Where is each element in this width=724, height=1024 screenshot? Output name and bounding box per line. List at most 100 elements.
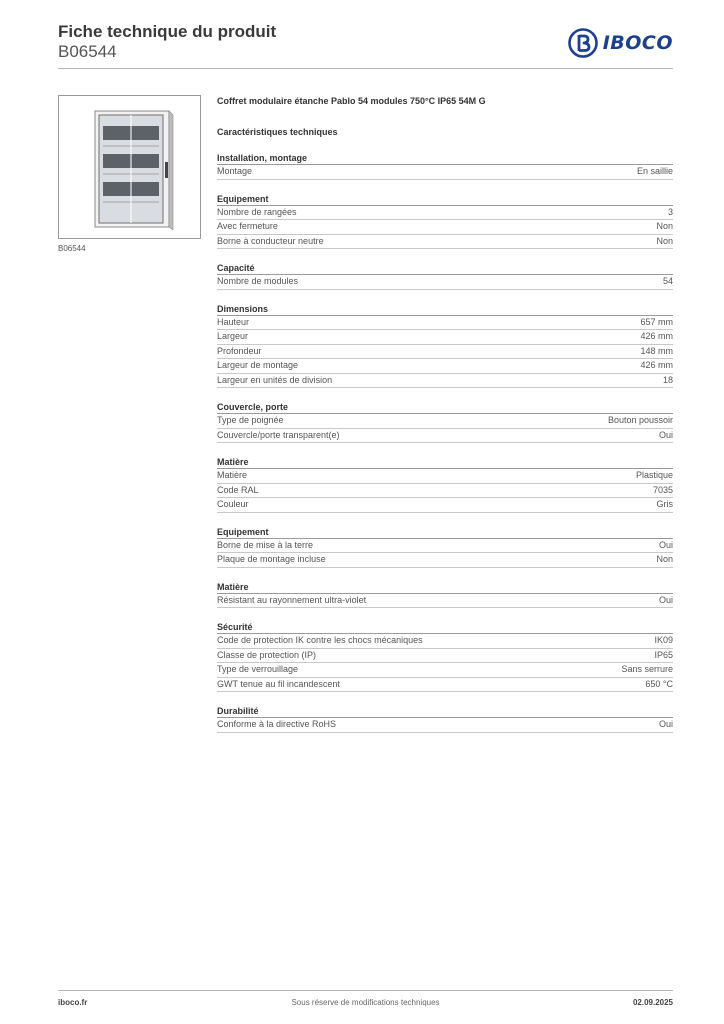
- spec-label: Matière: [217, 470, 248, 480]
- spec-label: Couvercle/porte transparent(e): [217, 429, 340, 440]
- spec-row: Matière Plastique: [217, 469, 673, 484]
- product-code: B06544: [58, 42, 117, 61]
- page-header: Fiche technique du produit B06544 IBOCO: [58, 22, 673, 68]
- spec-value: IP65: [654, 649, 673, 660]
- spec-label: Largeur en unités de division: [217, 374, 333, 385]
- spec-label: Couleur: [217, 499, 249, 509]
- spec-label: Hauteur: [217, 316, 250, 327]
- spec-label: Borne de mise à la terre: [217, 539, 314, 550]
- spec-value: Non: [656, 221, 673, 231]
- spec-value: 650 °C: [645, 678, 673, 689]
- footer-website: iboco.fr: [58, 998, 88, 1007]
- product-title: Coffret modulaire étanche Pablo 54 modul…: [217, 96, 486, 106]
- spec-group-title: Dimensions: [217, 304, 673, 316]
- spec-sheet: Coffret modulaire étanche Pablo 54 modul…: [217, 96, 673, 733]
- spec-row: Couvercle/porte transparent(e) Oui: [217, 429, 673, 443]
- spec-label: Plaque de montage incluse: [217, 554, 326, 564]
- spec-label: GWT tenue au fil incandescent: [217, 678, 340, 689]
- spec-value: Oui: [658, 429, 673, 440]
- spec-group-title: Capacité: [217, 263, 673, 275]
- spec-row: Type de poignée Bouton poussoir: [217, 414, 673, 429]
- footer-notice: Sous réserve de modifications techniques: [291, 998, 440, 1007]
- spec-label: Largeur de montage: [217, 360, 299, 370]
- spec-group-title: Sécurité: [217, 622, 673, 634]
- spec-value: 148 mm: [640, 345, 673, 356]
- spec-value: 7035: [652, 484, 673, 495]
- spec-value: Oui: [658, 539, 673, 550]
- brand-logo: IBOCO: [567, 28, 673, 58]
- spec-label: Classe de protection (IP): [217, 649, 317, 660]
- spec-row: Classe de protection (IP) IP65: [217, 649, 673, 663]
- spec-value: Bouton poussoir: [607, 415, 673, 425]
- spec-row: Largeur en unités de division 18: [217, 374, 673, 388]
- spec-value: 18: [662, 374, 673, 385]
- spec-label: Code RAL: [217, 484, 259, 495]
- spec-row: Plaque de montage incluse Non: [217, 553, 673, 568]
- spec-row: Borne de mise à la terre Oui: [217, 539, 673, 553]
- spec-row: Code RAL 7035: [217, 484, 673, 498]
- spec-label: Nombre de modules: [217, 276, 299, 286]
- spec-value: 657 mm: [640, 316, 673, 327]
- spec-label: Profondeur: [217, 345, 262, 356]
- spec-label: Montage: [217, 166, 253, 176]
- spec-value: 3: [667, 206, 673, 217]
- spec-row: Largeur 426 mm: [217, 330, 673, 345]
- spec-value: 426 mm: [640, 331, 673, 341]
- spec-row: Code de protection IK contre les chocs m…: [217, 634, 673, 649]
- image-caption: B06544: [58, 244, 86, 253]
- spec-group-title: Installation, montage: [217, 153, 673, 165]
- spec-label: Type de poignée: [217, 415, 284, 425]
- spec-row: Hauteur 657 mm: [217, 316, 673, 330]
- spec-row: Largeur de montage 426 mm: [217, 359, 673, 374]
- spec-row: Profondeur 148 mm: [217, 345, 673, 359]
- spec-row: GWT tenue au fil incandescent 650 °C: [217, 678, 673, 692]
- spec-label: Avec fermeture: [217, 221, 278, 231]
- spec-label: Type de verrouillage: [217, 664, 299, 674]
- spec-row: Type de verrouillage Sans serrure: [217, 663, 673, 678]
- spec-value: IK09: [654, 635, 673, 645]
- spec-value: 54: [662, 276, 673, 286]
- spec-value: Non: [656, 554, 673, 564]
- spec-row: Avec fermeture Non: [217, 220, 673, 235]
- spec-group-title: Durabilité: [217, 706, 673, 718]
- footer-date: 02.09.2025: [632, 998, 673, 1007]
- spec-value: Non: [656, 235, 673, 246]
- document-title: Fiche technique du produit: [58, 22, 277, 41]
- spec-label: Conforme à la directive RoHS: [217, 719, 337, 729]
- spec-value: Oui: [658, 594, 673, 605]
- header-divider: [58, 68, 673, 69]
- spec-group-title: Equipement: [217, 194, 673, 206]
- enclosure-illustration-icon: [94, 110, 174, 231]
- spec-label: Largeur: [217, 331, 249, 341]
- brand-mark-icon: [567, 28, 598, 58]
- spec-label: Code de protection IK contre les chocs m…: [217, 635, 423, 645]
- spec-label: Résistant au rayonnement ultra-violet: [217, 594, 367, 605]
- spec-row: Résistant au rayonnement ultra-violet Oui: [217, 594, 673, 608]
- product-image: [58, 95, 201, 239]
- brand-name: IBOCO: [602, 32, 673, 54]
- spec-row: Couleur Gris: [217, 498, 673, 513]
- spec-value: Sans serrure: [621, 664, 673, 674]
- footer-divider: [58, 990, 673, 991]
- spec-row: Montage En saillie: [217, 165, 673, 180]
- spec-group-title: Matière: [217, 582, 673, 594]
- spec-group-title: Couvercle, porte: [217, 402, 673, 414]
- spec-value: En saillie: [636, 166, 673, 176]
- spec-group-title: Equipement: [217, 527, 673, 539]
- spec-value: Plastique: [635, 470, 673, 480]
- spec-value: 426 mm: [640, 360, 673, 370]
- spec-value: Gris: [656, 499, 674, 509]
